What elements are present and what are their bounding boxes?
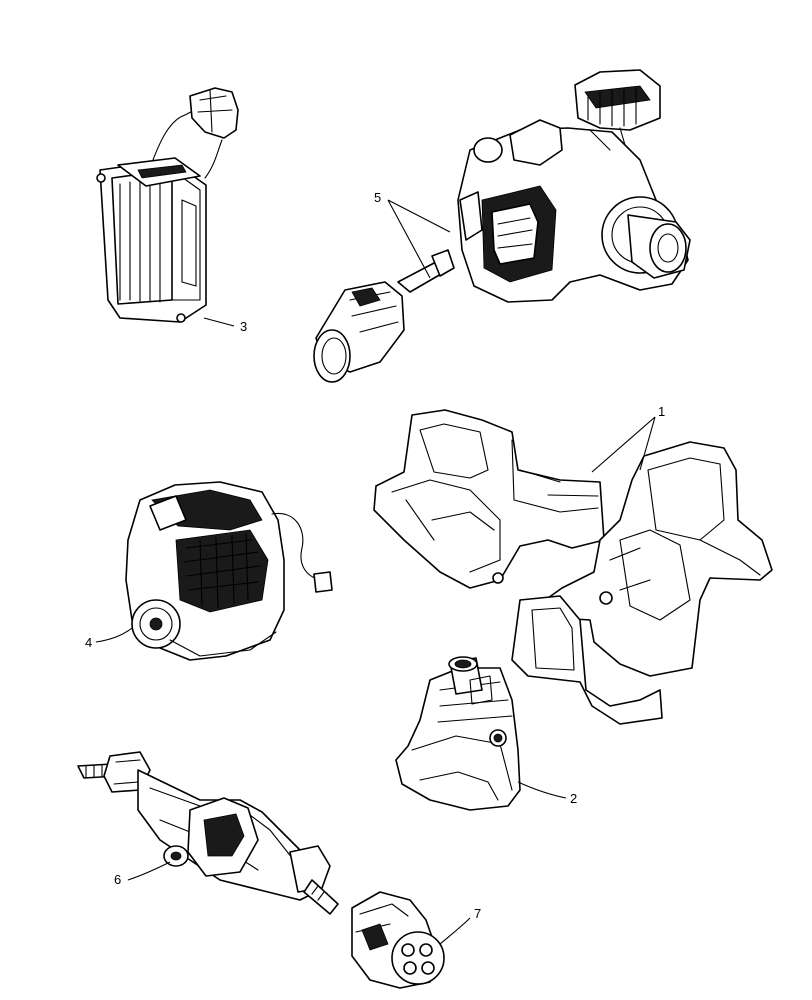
callout-6[interactable]: 6 <box>114 872 121 887</box>
leader-line-6 <box>127 861 171 881</box>
leader-line-7 <box>439 917 471 945</box>
fuel-tank-icon[interactable] <box>395 656 521 811</box>
radiator-cooling-pack-icon[interactable] <box>96 87 239 323</box>
leader-line-1 <box>591 416 656 473</box>
engine-icon[interactable] <box>125 481 333 661</box>
leader-line-4 <box>95 627 133 643</box>
callout-4[interactable]: 4 <box>85 635 92 650</box>
final-drive-hub-icon[interactable] <box>351 891 445 989</box>
transmission-icon[interactable] <box>313 69 691 383</box>
callout-3[interactable]: 3 <box>240 319 247 334</box>
callout-2[interactable]: 2 <box>570 791 577 806</box>
leader-line-5 <box>387 199 451 279</box>
leader-line-3 <box>203 317 235 327</box>
callout-1[interactable]: 1 <box>658 404 665 419</box>
fuel-tank-assembly-icon[interactable] <box>373 409 773 725</box>
callout-5[interactable]: 5 <box>374 190 381 205</box>
callout-7[interactable]: 7 <box>474 906 481 921</box>
front-axle-icon[interactable] <box>77 751 339 915</box>
leader-line-2 <box>517 781 567 799</box>
